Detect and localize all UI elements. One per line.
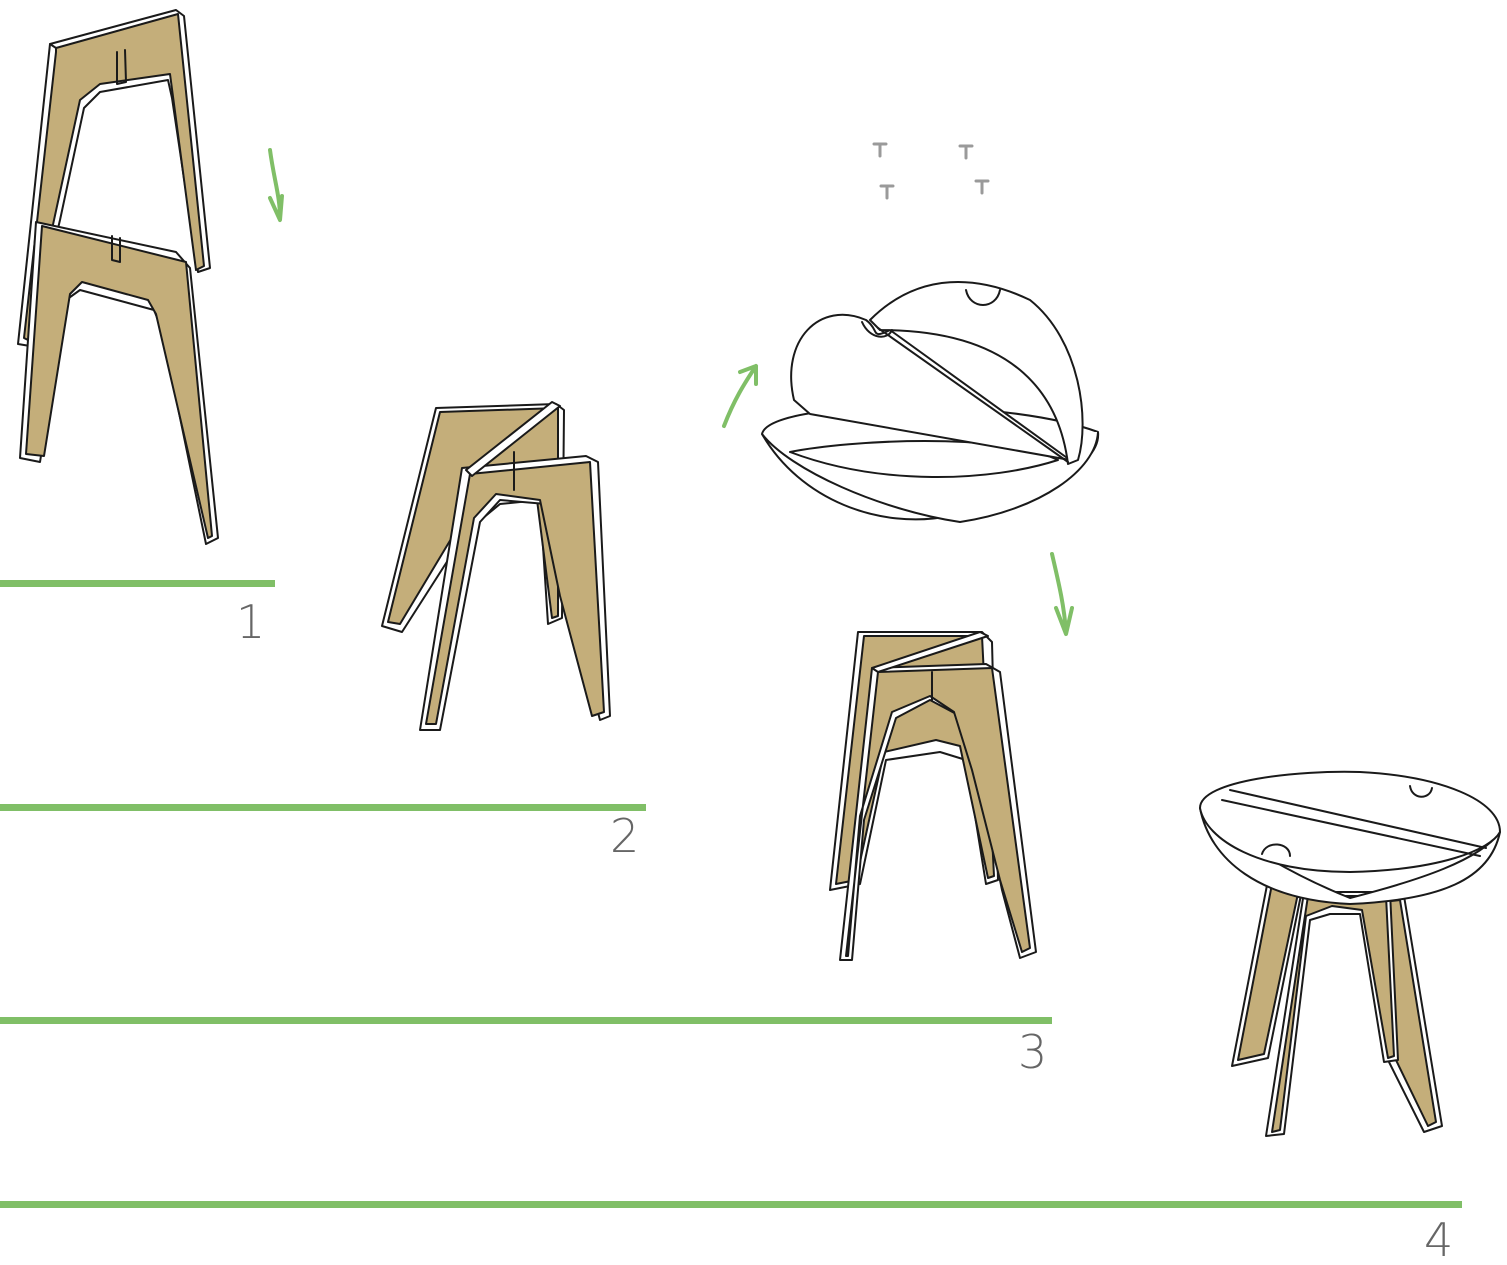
step-1-number: 1 <box>236 595 265 649</box>
finished-tabletop <box>1200 772 1500 904</box>
arrow-up-icon <box>724 366 756 426</box>
arrow-down-icon <box>1052 554 1072 634</box>
pins <box>874 144 988 198</box>
step-3-number: 3 <box>1018 1025 1047 1079</box>
step-2-cross-base <box>382 402 610 730</box>
step-3-baseline <box>0 1017 1052 1024</box>
step-3-tabletop-assembly <box>762 144 1098 960</box>
step-4-finished-table <box>1200 772 1500 1136</box>
step-baselines <box>0 580 1462 1208</box>
step-2-number: 2 <box>610 809 639 863</box>
pin-icon <box>960 146 972 158</box>
step-2-baseline <box>0 804 646 811</box>
step-4-number: 4 <box>1424 1213 1453 1265</box>
pin-icon <box>874 144 886 156</box>
step-1-baseline <box>0 580 275 587</box>
pin-icon <box>881 186 893 198</box>
step-4-baseline <box>0 1201 1462 1208</box>
finished-legs <box>1232 880 1442 1136</box>
cross-base-3 <box>830 632 1036 960</box>
arrow-down-icon <box>270 150 282 220</box>
pin-icon <box>976 181 988 193</box>
step-1-leg-panels <box>18 10 218 544</box>
leg-panel-front <box>20 222 218 544</box>
